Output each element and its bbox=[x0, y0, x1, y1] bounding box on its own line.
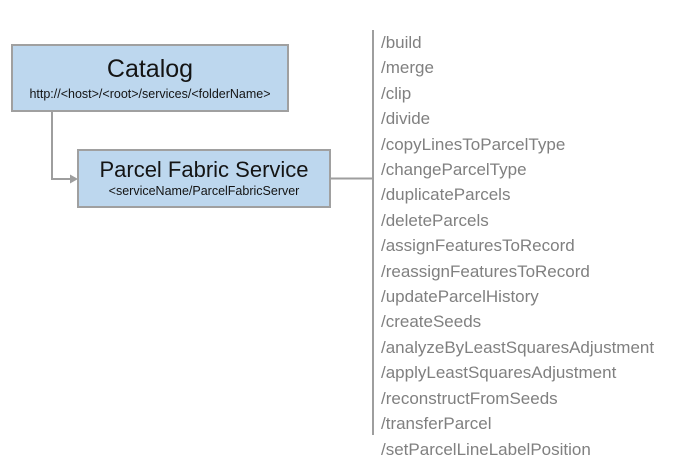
operation-item[interactable]: /assignFeaturesToRecord bbox=[381, 236, 575, 256]
operation-item[interactable]: /transferParcel bbox=[381, 414, 492, 434]
operation-item[interactable]: /changeParcelType bbox=[381, 160, 527, 180]
operation-item[interactable]: /divide bbox=[381, 109, 431, 129]
node-catalog-title: Catalog bbox=[106, 54, 194, 83]
operation-item[interactable]: /copyLinesToParcelType bbox=[381, 134, 566, 154]
node-service-url: <serviceName/ParcelFabricServer bbox=[108, 184, 300, 199]
operation-item[interactable]: /reassignFeaturesToRecord bbox=[381, 261, 590, 281]
operation-item[interactable]: /clip bbox=[381, 83, 412, 103]
operations-list: /build/merge/clip/divide/copyLinesToParc… bbox=[372, 30, 690, 459]
operation-item[interactable]: /createSeeds bbox=[381, 312, 482, 332]
operation-item[interactable]: /duplicateParcels bbox=[381, 185, 511, 205]
operation-item[interactable]: /reconstructFromSeeds bbox=[381, 388, 558, 408]
node-service-title: Parcel Fabric Service bbox=[99, 157, 309, 183]
operation-item[interactable]: /deleteParcels bbox=[381, 210, 489, 230]
node-parcel-fabric-service[interactable]: Parcel Fabric Service <serviceName/Parce… bbox=[77, 149, 331, 208]
operation-item[interactable]: /applyLeastSquaresAdjustment bbox=[381, 363, 617, 383]
node-catalog[interactable]: Catalog http://<host>/<root>/services/<f… bbox=[11, 44, 289, 112]
operation-item[interactable]: /analyzeByLeastSquaresAdjustment bbox=[381, 337, 655, 357]
operation-item[interactable]: /merge bbox=[381, 58, 434, 78]
connector-catalog-to-service bbox=[51, 112, 78, 184]
operation-item[interactable]: /build bbox=[381, 33, 422, 52]
operation-item[interactable]: /updateParcelHistory bbox=[381, 287, 539, 307]
diagram-canvas: Catalog http://<host>/<root>/services/<f… bbox=[11, 30, 690, 459]
operation-item[interactable]: /setParcelLineLabelPosition bbox=[381, 439, 591, 459]
operations-list-items: /build/merge/clip/divide/copyLinesToParc… bbox=[374, 30, 690, 462]
node-catalog-url: http://<host>/<root>/services/<folderNam… bbox=[29, 87, 271, 102]
